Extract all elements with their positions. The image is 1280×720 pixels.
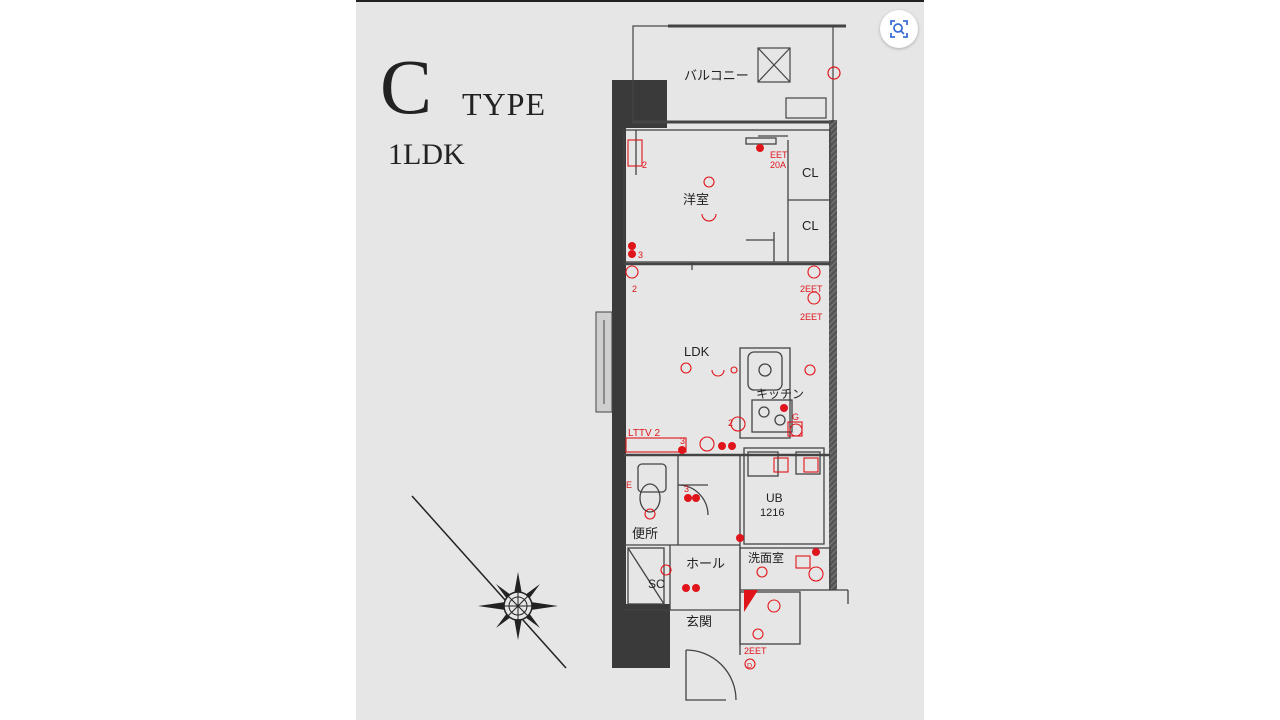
outlet-label-tv-3: 3 [680,436,685,446]
compass-rose-icon [411,495,567,669]
outlet-label-room-mid: 3 [638,250,643,260]
outlet-label-tv: LTTV 2 [628,428,660,439]
outlet-label-kitchen-g: G [792,412,799,422]
partitions [623,129,849,701]
outlet-label-washroom: 2EET [744,646,767,656]
shoe-closet-label: SC [648,577,665,591]
unit-bath-size: 1216 [760,507,784,519]
toilet-label: 便所 [632,526,658,541]
outlet-label-ldk-right-1: 2EET [800,284,823,294]
closet-label-2: CL [802,218,819,233]
type-word: TYPE [462,86,546,122]
outlet-label-room-top: 2 [642,160,647,170]
walls [595,80,837,668]
outlet-label-kitchen-2: 2 [728,418,733,428]
outlet-label-toilet-3: 3 [684,484,689,494]
lens-search-icon [890,20,908,38]
electrical-symbols [625,139,824,670]
ldk-label: LDK [684,344,710,359]
outlet-label-entrance-d: D [747,663,752,670]
electrical-dots [628,144,820,612]
outlet-label-aircon: EET [770,150,788,160]
outlet-label-ldk-left: 2 [632,284,637,294]
top-border [356,0,924,2]
entrance-label: 玄関 [686,614,712,629]
unit-bath-label: UB [766,491,783,505]
lens-search-button[interactable] [880,10,918,48]
hall-label: ホール [686,556,725,571]
kitchen-label: キッチン [756,387,804,401]
outlet-label-ldk-right-2: 2EET [800,312,823,322]
outlet-label-toilet-e: E [626,480,632,490]
type-letter: C [380,43,433,130]
closet-label-1: CL [802,165,819,180]
washroom-label: 洗面室 [748,550,784,565]
outlet-label-aircon-amp: 20A [770,160,786,170]
floor-plan: バルコニー [411,24,849,701]
western-room-label: 洋室 [683,192,709,207]
balcony-label: バルコニー [684,68,749,83]
layout-label: 1LDK [388,138,465,171]
balcony-area [632,24,846,124]
